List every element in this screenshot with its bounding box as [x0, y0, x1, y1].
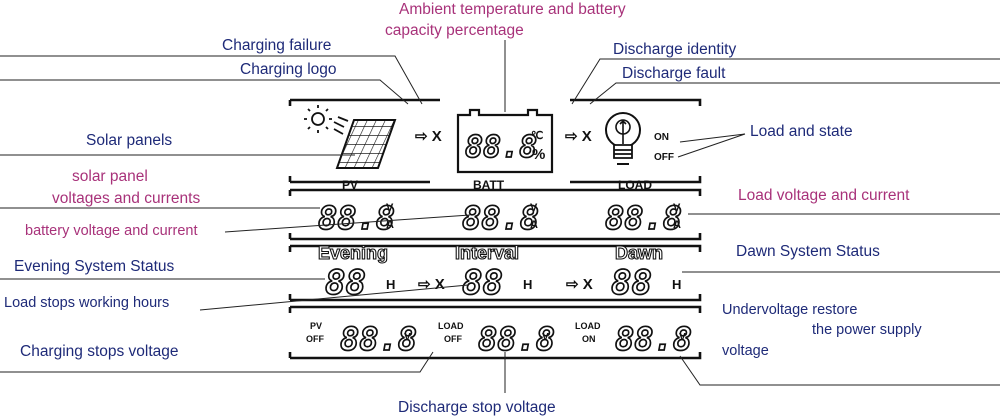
discharge-fault-arrow-icon: ⇨ X [565, 128, 592, 145]
solar-panels-label: Solar panels [86, 132, 172, 149]
charge-stop-voltage-digits: 88.8 [340, 320, 417, 358]
temperature-unit: ℃ [531, 130, 543, 142]
pv-off-bottom-label: OFF [306, 334, 324, 344]
load-off-label: OFF [654, 152, 674, 163]
undervoltage-label-2: the power supply [812, 322, 922, 338]
load-off-bottom-label: OFF [444, 334, 462, 344]
load-unit-a: A [673, 219, 681, 231]
leader-lines [0, 40, 1000, 393]
pv-unit-a: A [386, 219, 394, 231]
lcd-frame [288, 98, 702, 360]
load-off-top-label: LOAD [438, 321, 464, 331]
percent-sign: % [532, 146, 545, 163]
charging-failure-arrow-icon: ⇨ X [415, 128, 442, 145]
charging-logo-label: Charging logo [240, 61, 337, 78]
dawn-hours-digits: 88 [611, 263, 652, 303]
batt-unit-v: V [530, 202, 538, 214]
charge-stop-unit-v: V [404, 332, 411, 343]
load-digits: 88.8 [605, 199, 682, 237]
dawn-unit-h: H [672, 277, 681, 292]
batt-header: BATT [473, 178, 505, 192]
battery-icon [456, 108, 554, 174]
undervoltage-label-1: Undervoltage restore [722, 302, 857, 318]
load-unit-v: V [673, 202, 681, 214]
evening-header: Evening [318, 243, 388, 263]
charging-failure-label: Charging failure [222, 37, 331, 54]
pv-header: PV [342, 178, 358, 192]
solar-voltage-label-2: voltages and currents [52, 190, 200, 207]
discharge-stop-voltage-digits: 88.8 [478, 320, 555, 358]
capacity-percentage-label: capacity percentage [385, 22, 524, 39]
restore-unit-v: V [679, 332, 686, 343]
batt-digits: 88.8 [462, 199, 539, 237]
pv-off-top-label: PV [310, 321, 322, 331]
load-on-top-label: LOAD [575, 321, 601, 331]
load-voltage-current-label: Load voltage and current [738, 187, 910, 204]
charging-rays-icon [333, 116, 349, 135]
sun-icon [304, 105, 332, 133]
dawn-arrow-icon: ⇨ X [566, 276, 593, 293]
restore-voltage-digits: 88.8 [615, 320, 692, 358]
interval-header: Interval [455, 243, 519, 263]
interval-unit-h: H [523, 277, 532, 292]
discharge-fault-label: Discharge fault [622, 65, 726, 82]
batt-unit-a: A [530, 219, 538, 231]
load-on-label: ON [654, 132, 669, 143]
load-header: LOAD [618, 178, 652, 192]
battery-voltage-current-label: battery voltage and current [25, 223, 198, 239]
pv-unit-v: V [386, 202, 394, 214]
undervoltage-label-3: voltage [722, 343, 769, 359]
interval-arrow-icon: ⇨ X [418, 276, 445, 293]
solar-voltage-label-1: solar panel [72, 168, 148, 185]
solar-panel-icon [335, 119, 397, 169]
discharge-identity-label: Discharge identity [613, 41, 736, 58]
charging-stop-voltage-label: Charging stops voltage [20, 343, 179, 360]
battery-capacity-digits: 88.8 [465, 130, 537, 165]
evening-unit-h: H [386, 277, 395, 292]
interval-hours-digits: 88 [462, 263, 503, 303]
dawn-header: Dawn [615, 243, 663, 263]
load-and-state-label: Load and state [750, 123, 853, 140]
ambient-temp-label: Ambient temperature and battery [399, 1, 626, 18]
load-on-bottom-label: ON [582, 334, 596, 344]
pv-digits: 88.8 [318, 199, 395, 237]
bulb-icon [605, 112, 641, 165]
discharge-stop-unit-v: V [542, 332, 549, 343]
evening-hours-digits: 88 [325, 263, 366, 303]
discharge-stop-voltage-label: Discharge stop voltage [398, 399, 556, 416]
evening-status-label: Evening System Status [14, 258, 174, 275]
load-stop-hours-label: Load stops working hours [4, 295, 169, 311]
dawn-status-label: Dawn System Status [736, 243, 880, 260]
